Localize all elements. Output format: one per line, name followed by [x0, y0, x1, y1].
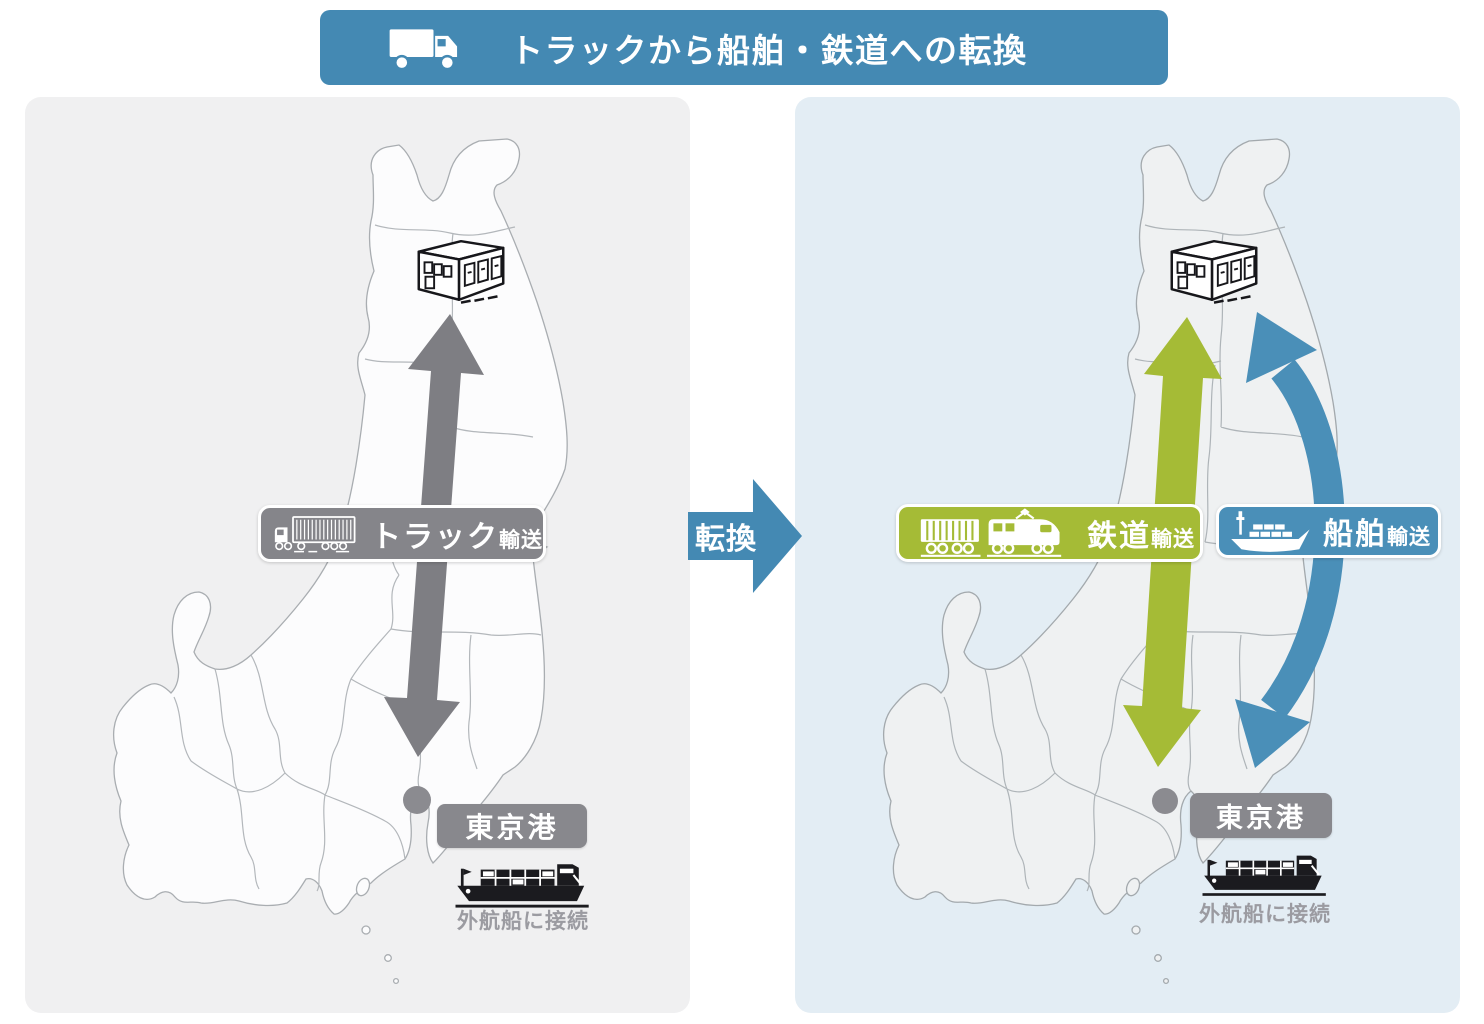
- cargo-ship-icon: [455, 864, 589, 908]
- panel-after-modal-shift: 鉄道 輸送 船舶 輸送 東京港: [795, 97, 1460, 1013]
- tokyo-port-label: 東京港: [437, 804, 587, 848]
- transport-suffix: 輸送: [1387, 525, 1431, 549]
- truck-icon: [389, 28, 458, 70]
- ship-route-arrowhead-bottom: [1235, 699, 1310, 768]
- cargo-ship-icon: [1202, 855, 1326, 896]
- tokyo-port-marker: [403, 786, 431, 814]
- ocean-vessel-caption: 外航船に接続: [1199, 902, 1331, 926]
- tokyo-port-marker: [1152, 788, 1178, 814]
- page-title: トラックから船舶・鉄道への転換: [510, 30, 1028, 70]
- warehouse-icon: [1170, 239, 1258, 304]
- transport-suffix: 輸送: [1151, 527, 1195, 551]
- ship-transport-text: 船舶 輸送: [1323, 509, 1431, 553]
- cargo-ship-icon: [1231, 511, 1310, 552]
- ship-transport-label: 船舶 輸送: [1216, 504, 1441, 558]
- transport-name: 船舶: [1323, 517, 1387, 552]
- transport-name: 鉄道: [1087, 519, 1151, 554]
- ship-route-arrowhead-top: [1246, 312, 1317, 383]
- truck-icon: [274, 515, 356, 552]
- transition-arrow: 転換: [688, 479, 802, 593]
- transport-suffix: 輸送: [499, 527, 543, 552]
- transition-label: 転換: [695, 522, 757, 557]
- transport-name: トラック: [371, 519, 499, 555]
- rail-transport-text: 鉄道 輸送: [1087, 511, 1195, 555]
- title-banner: トラックから船舶・鉄道への転換: [320, 10, 1168, 85]
- truck-transport-label: トラック 輸送: [258, 505, 546, 562]
- tokyo-port-label: 東京港: [1190, 793, 1332, 838]
- freight-train-icon: [920, 508, 1062, 557]
- warehouse-icon: [417, 239, 505, 304]
- truck-transport-text: トラック 輸送: [371, 512, 543, 556]
- ocean-vessel-caption: 外航船に接続: [457, 909, 589, 933]
- rail-transport-label: 鉄道 輸送: [896, 504, 1203, 562]
- panel-before-modal-shift: トラック 輸送 東京港 外航船に接: [25, 97, 690, 1013]
